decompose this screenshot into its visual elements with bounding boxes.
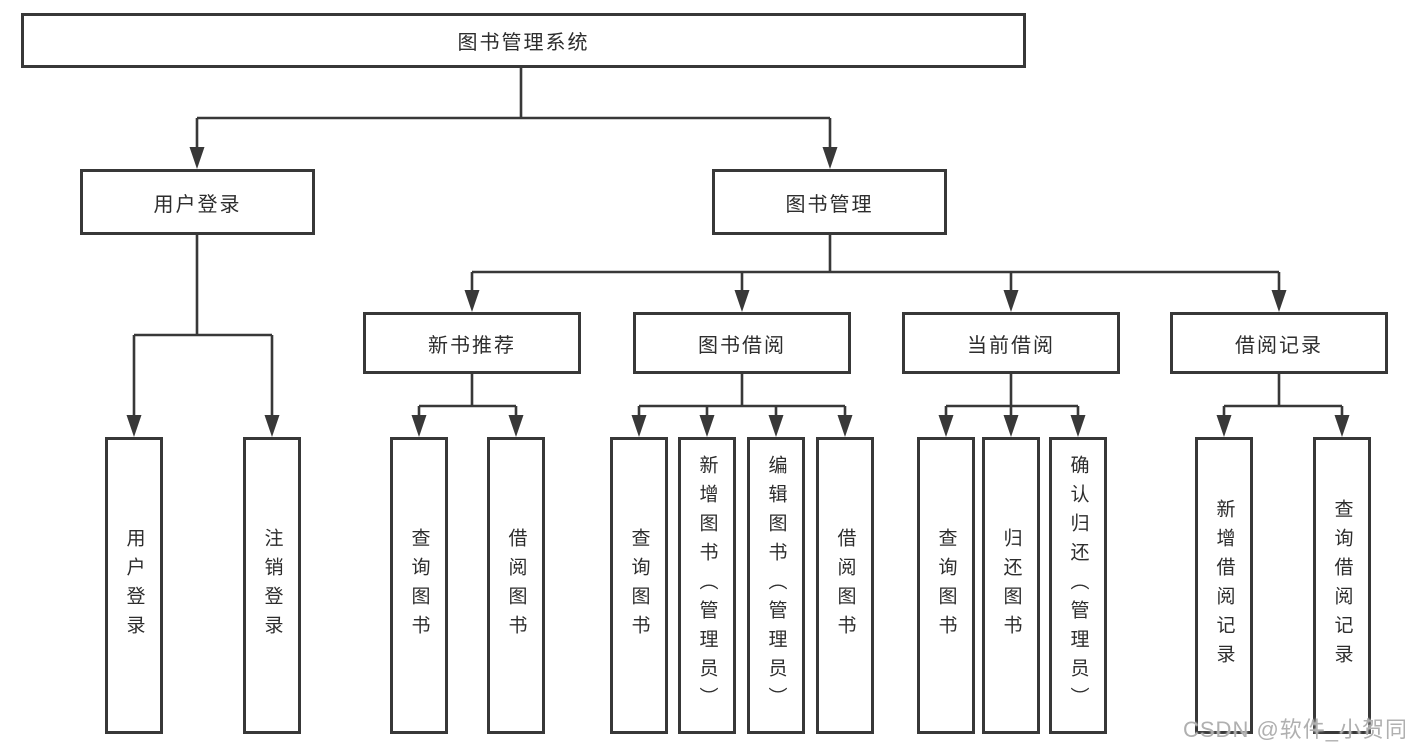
leaf-query-book-3-label: 查询图书 xyxy=(935,527,957,644)
node-book-management: 图书管理 xyxy=(712,169,947,235)
node-new-book-recommend-label: 新书推荐 xyxy=(428,334,516,357)
node-root: 图书管理系统 xyxy=(21,13,1026,68)
node-book-borrow: 图书借阅 xyxy=(633,312,851,374)
leaf-add-borrow-record: 新增借阅记录 xyxy=(1195,437,1253,734)
leaf-borrow-book-2-label: 借阅图书 xyxy=(834,527,856,644)
leaf-borrow-book-1: 借阅图书 xyxy=(487,437,545,734)
leaf-confirm-return-admin: 确认归还（管理员） xyxy=(1049,437,1107,734)
node-new-book-recommend: 新书推荐 xyxy=(363,312,581,374)
leaf-add-book-admin: 新增图书（管理员） xyxy=(678,437,736,734)
leaf-add-book-admin-label: 新增图书（管理员） xyxy=(696,455,718,716)
node-user-login-label: 用户登录 xyxy=(153,193,242,216)
leaf-return-book: 归还图书 xyxy=(982,437,1040,734)
leaf-query-book-3: 查询图书 xyxy=(917,437,975,734)
node-book-borrow-label: 图书借阅 xyxy=(698,334,786,357)
leaf-query-book-1: 查询图书 xyxy=(390,437,448,734)
leaf-user-login-label: 用户登录 xyxy=(123,527,145,644)
leaf-borrow-book-2: 借阅图书 xyxy=(816,437,874,734)
leaf-query-book-2: 查询图书 xyxy=(610,437,668,734)
watermark: CSDN @软件_小贺同学 xyxy=(1183,717,1405,742)
leaf-return-book-label: 归还图书 xyxy=(1000,527,1022,644)
node-current-borrow-label: 当前借阅 xyxy=(967,334,1055,357)
leaf-add-borrow-record-label: 新增借阅记录 xyxy=(1213,498,1235,673)
leaf-confirm-return-admin-label: 确认归还（管理员） xyxy=(1067,455,1089,716)
node-book-management-label: 图书管理 xyxy=(785,193,874,216)
leaf-query-book-2-label: 查询图书 xyxy=(628,527,650,644)
leaf-logout: 注销登录 xyxy=(243,437,301,734)
leaf-edit-book-admin: 编辑图书（管理员） xyxy=(747,437,805,734)
leaf-logout-label: 注销登录 xyxy=(261,527,283,644)
leaf-edit-book-admin-label: 编辑图书（管理员） xyxy=(765,455,787,716)
node-user-login: 用户登录 xyxy=(80,169,315,235)
leaf-user-login: 用户登录 xyxy=(105,437,163,734)
leaf-query-borrow-record-label: 查询借阅记录 xyxy=(1331,498,1353,673)
node-root-label: 图书管理系统 xyxy=(457,32,590,54)
node-current-borrow: 当前借阅 xyxy=(902,312,1120,374)
node-borrow-records: 借阅记录 xyxy=(1170,312,1388,374)
node-borrow-records-label: 借阅记录 xyxy=(1235,334,1323,357)
leaf-query-book-1-label: 查询图书 xyxy=(408,527,430,644)
leaf-borrow-book-1-label: 借阅图书 xyxy=(505,527,527,644)
leaf-query-borrow-record: 查询借阅记录 xyxy=(1313,437,1371,734)
